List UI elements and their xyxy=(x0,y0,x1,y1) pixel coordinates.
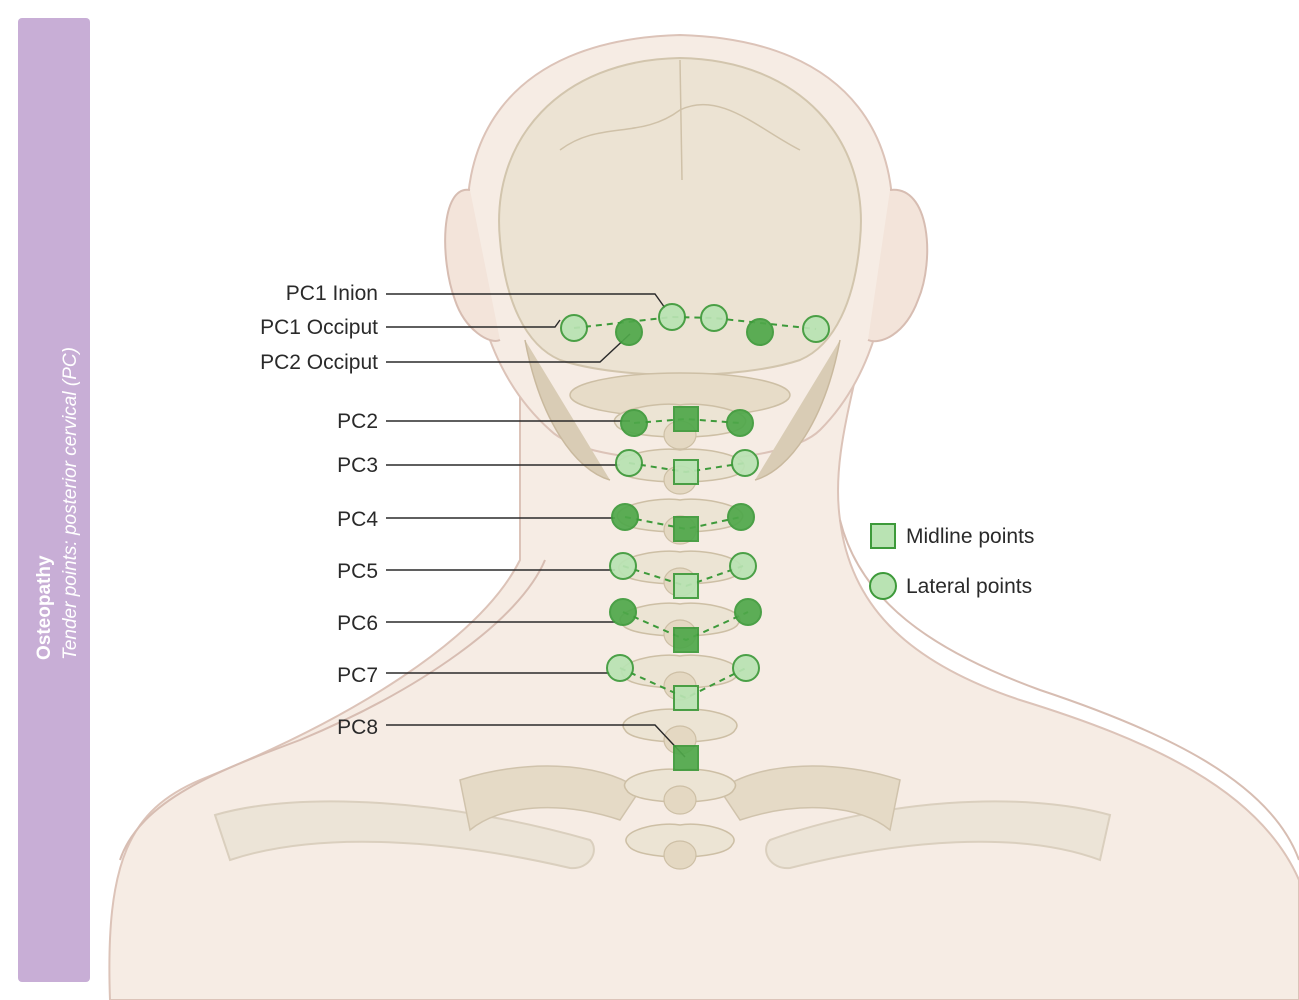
point-pc2-midline xyxy=(673,406,699,432)
connector-pc7 xyxy=(619,667,747,700)
sidebar-band xyxy=(18,18,90,982)
label-pc2-occiput: PC2 Occiput xyxy=(260,351,378,374)
left-ear xyxy=(444,188,501,342)
point-pc5-left xyxy=(609,552,637,580)
spinous-process xyxy=(663,785,697,815)
cranium xyxy=(498,56,862,376)
leader-pc1-occiput xyxy=(386,319,561,328)
right-clavicle xyxy=(765,800,1112,870)
point-pc6-midline xyxy=(673,627,699,653)
label-pc8: PC8 xyxy=(337,716,378,739)
point-pc1-inion-left xyxy=(658,303,686,331)
point-pc7-right xyxy=(732,654,760,682)
connector-pc4 xyxy=(624,516,742,531)
leader-pc1-inion xyxy=(386,293,666,309)
point-pc3-right xyxy=(731,449,759,477)
connector-pc2 xyxy=(633,417,741,424)
point-pc1-occiput-left xyxy=(560,314,588,342)
point-pc6-right xyxy=(734,598,762,626)
point-pc2-right xyxy=(726,409,754,437)
legend-midline-swatch xyxy=(870,523,896,549)
point-pc1-occiput-right xyxy=(802,315,830,343)
label-leaders xyxy=(386,293,686,758)
left-first-rib xyxy=(459,765,642,832)
sagittal-suture xyxy=(679,59,683,181)
tender-points xyxy=(560,303,830,771)
point-pc7-midline xyxy=(673,685,699,711)
label-pc7: PC7 xyxy=(337,664,378,687)
label-pc6: PC6 xyxy=(337,612,378,635)
label-pc4: PC4 xyxy=(337,508,378,531)
label-pc2: PC2 xyxy=(337,410,378,433)
point-pc2-left xyxy=(620,409,648,437)
point-pc4-left xyxy=(611,503,639,531)
point-pc6-left xyxy=(609,598,637,626)
point-pc2-occiput-right xyxy=(746,318,774,346)
label-pc1-occiput: PC1 Occiput xyxy=(260,316,378,339)
legend-lateral-label: Lateral points xyxy=(906,575,1032,598)
label-pc5: PC5 xyxy=(337,560,378,583)
left-clavicle xyxy=(213,800,595,870)
shoulder-line-left xyxy=(119,559,546,861)
skull xyxy=(498,56,862,481)
point-pc1-inion-right xyxy=(700,304,728,332)
leader-pc2-occiput xyxy=(386,333,631,363)
legend-midline-label: Midline points xyxy=(906,525,1034,548)
lambdoid-suture xyxy=(559,103,801,151)
point-pc2-occiput-left xyxy=(615,318,643,346)
point-pc5-midline xyxy=(673,573,699,599)
point-pc4-midline xyxy=(673,516,699,542)
right-ear xyxy=(867,188,929,343)
legend: Midline points Lateral points xyxy=(869,523,1034,600)
point-pc5-right xyxy=(729,552,757,580)
spinous-process xyxy=(663,840,697,870)
point-pc3-left xyxy=(615,449,643,477)
point-pc3-midline xyxy=(673,459,699,485)
point-pc8-midline xyxy=(673,745,699,771)
right-first-rib xyxy=(718,765,901,832)
label-pc3: PC3 xyxy=(337,454,378,477)
point-pc7-left xyxy=(606,654,634,682)
legend-lateral-swatch xyxy=(869,572,897,600)
label-pc1-inion: PC1 Inion xyxy=(286,282,378,305)
mandible-left xyxy=(524,339,611,481)
point-pc4-right xyxy=(727,503,755,531)
shoulder-bones xyxy=(213,765,1112,870)
mandible-right xyxy=(754,339,841,481)
